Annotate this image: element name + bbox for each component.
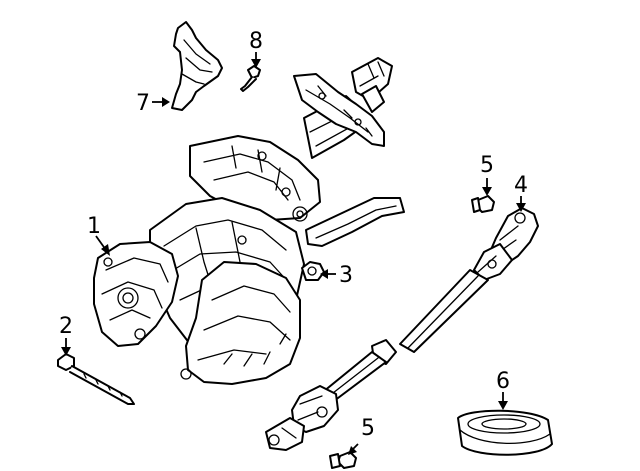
bolt-part-5-upper [471, 195, 495, 213]
callout-4: 4 [514, 173, 528, 198]
callout-7: 7 [136, 91, 150, 116]
callout-3: 3 [339, 263, 353, 288]
callout-6: 6 [496, 369, 510, 394]
nut-part-3 [301, 261, 325, 281]
bolt-part-2 [57, 353, 135, 405]
bolt-part-8 [240, 65, 261, 92]
callout-1: 1 [87, 214, 101, 239]
callout-2: 2 [59, 314, 73, 339]
steering-column-part-1 [93, 57, 405, 385]
bolt-part-5-lower [329, 451, 357, 469]
callout-5-lower: 5 [361, 416, 375, 441]
callout-arrows [61, 52, 526, 455]
intermediate-shaft-part-4 [265, 207, 539, 451]
callout-8: 8 [249, 29, 263, 54]
bracket-part-7 [171, 21, 223, 111]
seal-part-6 [457, 409, 553, 456]
callout-5-upper: 5 [480, 153, 494, 178]
